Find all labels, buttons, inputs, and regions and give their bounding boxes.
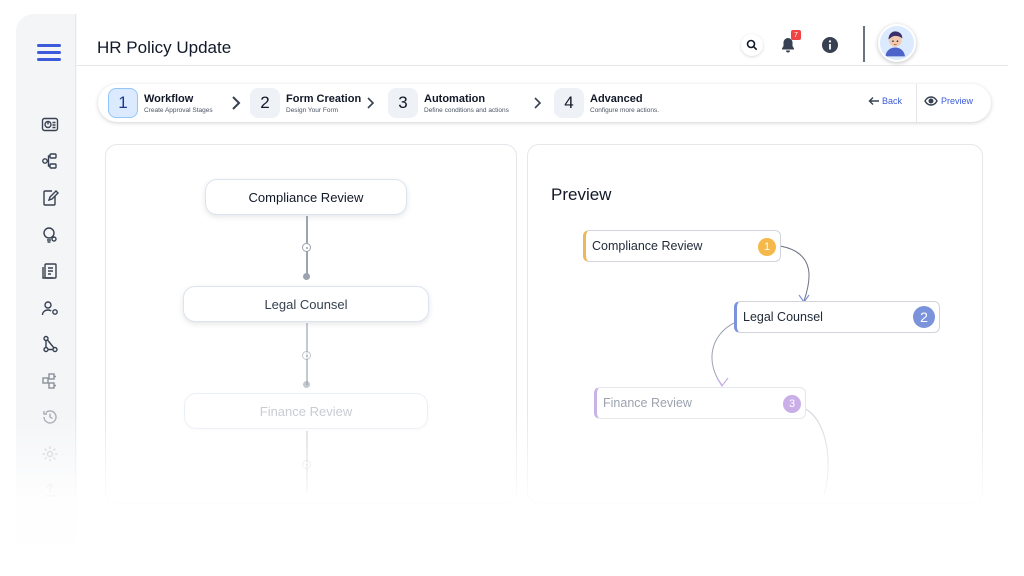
sidebar [16,14,76,574]
preview-node-label: Legal Counsel [743,310,823,324]
search-icon [746,39,758,51]
add-stage-icon[interactable] [302,351,311,360]
add-stage-icon[interactable] [302,243,311,252]
stage-number-badge: 2 [913,306,935,328]
step-automation[interactable]: 3 Automation Define conditions and actio… [388,88,509,118]
bell-icon [782,38,794,53]
integrations-icon[interactable] [41,372,59,390]
step-subtitle: Design Your Form [286,106,339,114]
workflow-node-finance-review[interactable]: Finance Review [184,393,428,429]
stage-number-badge: 1 [758,238,776,256]
workflow-node-compliance-review[interactable]: Compliance Review [205,179,407,215]
back-button[interactable]: Back [868,96,902,106]
preview-node-label: Compliance Review [592,239,703,253]
user-settings-icon[interactable] [41,299,59,317]
step-subtitle: Define conditions and actions [424,106,509,114]
chevron-right-icon [533,95,543,111]
workflow-builder-panel: Compliance Review Legal Counsel Finance … [105,144,517,504]
arrow-left-icon [868,97,879,105]
step-title: Form Creation [286,92,362,105]
header: HR Policy Update 7 [77,14,1008,66]
chevron-right-icon [231,95,241,111]
stepper-divider [916,84,917,122]
search-button[interactable] [741,34,763,56]
preview-node-legal-counsel[interactable]: Legal Counsel 2 [734,301,940,333]
notifications-button[interactable]: 7 [777,30,801,56]
eye-icon [924,96,938,106]
preview-node-finance-review[interactable]: Finance Review 3 [594,387,806,419]
preview-title: Preview [551,185,612,204]
stage-number-badge: 3 [783,395,801,413]
preview-node-label: Finance Review [603,396,692,410]
gear-icon[interactable] [41,445,59,463]
step-workflow[interactable]: 1 Workflow Create Approval Stages [108,88,213,118]
page-title: HR Policy Update [97,38,232,57]
step-number: 3 [388,88,418,118]
stepper: 1 Workflow Create Approval Stages 2 Form… [98,84,991,122]
documents-icon[interactable] [41,262,59,280]
history-icon[interactable] [41,408,59,426]
header-divider [863,26,865,62]
connector-dot [303,273,310,280]
step-number: 2 [250,88,280,118]
upload-icon[interactable] [41,481,59,499]
info-icon [822,37,838,53]
menu-icon[interactable] [37,44,61,65]
step-advanced[interactable]: 4 Advanced Configure more actions. [554,88,659,118]
notification-badge: 7 [791,30,801,40]
preview-node-compliance-review[interactable]: Compliance Review 1 [583,230,781,262]
step-title: Workflow [144,92,194,105]
info-button[interactable] [819,34,841,56]
preview-button[interactable]: Preview [924,96,973,106]
step-subtitle: Create Approval Stages [144,106,213,114]
avatar[interactable] [878,24,916,62]
step-number: 4 [554,88,584,118]
add-stage-icon[interactable] [302,460,311,469]
network-icon[interactable] [41,335,59,353]
back-label: Back [882,96,903,106]
main-area: HR Policy Update 7 [77,14,1008,574]
settings-bulb-icon[interactable] [41,226,59,244]
app-window: HR Policy Update 7 [16,14,1008,574]
step-title: Advanced [590,92,643,105]
form-edit-icon[interactable] [41,189,59,207]
step-title: Automation [424,92,486,105]
preview-panel: Preview Compliance Review 1 Legal Counse… [527,144,983,504]
workflow-icon[interactable] [41,152,59,170]
step-number: 1 [108,88,138,118]
preview-label: Preview [941,96,974,106]
dashboard-icon[interactable] [41,116,59,134]
workflow-node-legal-counsel[interactable]: Legal Counsel [183,286,429,322]
step-subtitle: Configure more actions. [590,106,660,114]
step-form-creation[interactable]: 2 Form Creation Design Your Form [250,88,361,118]
chevron-right-icon [366,95,376,111]
connector-dot [303,381,310,388]
